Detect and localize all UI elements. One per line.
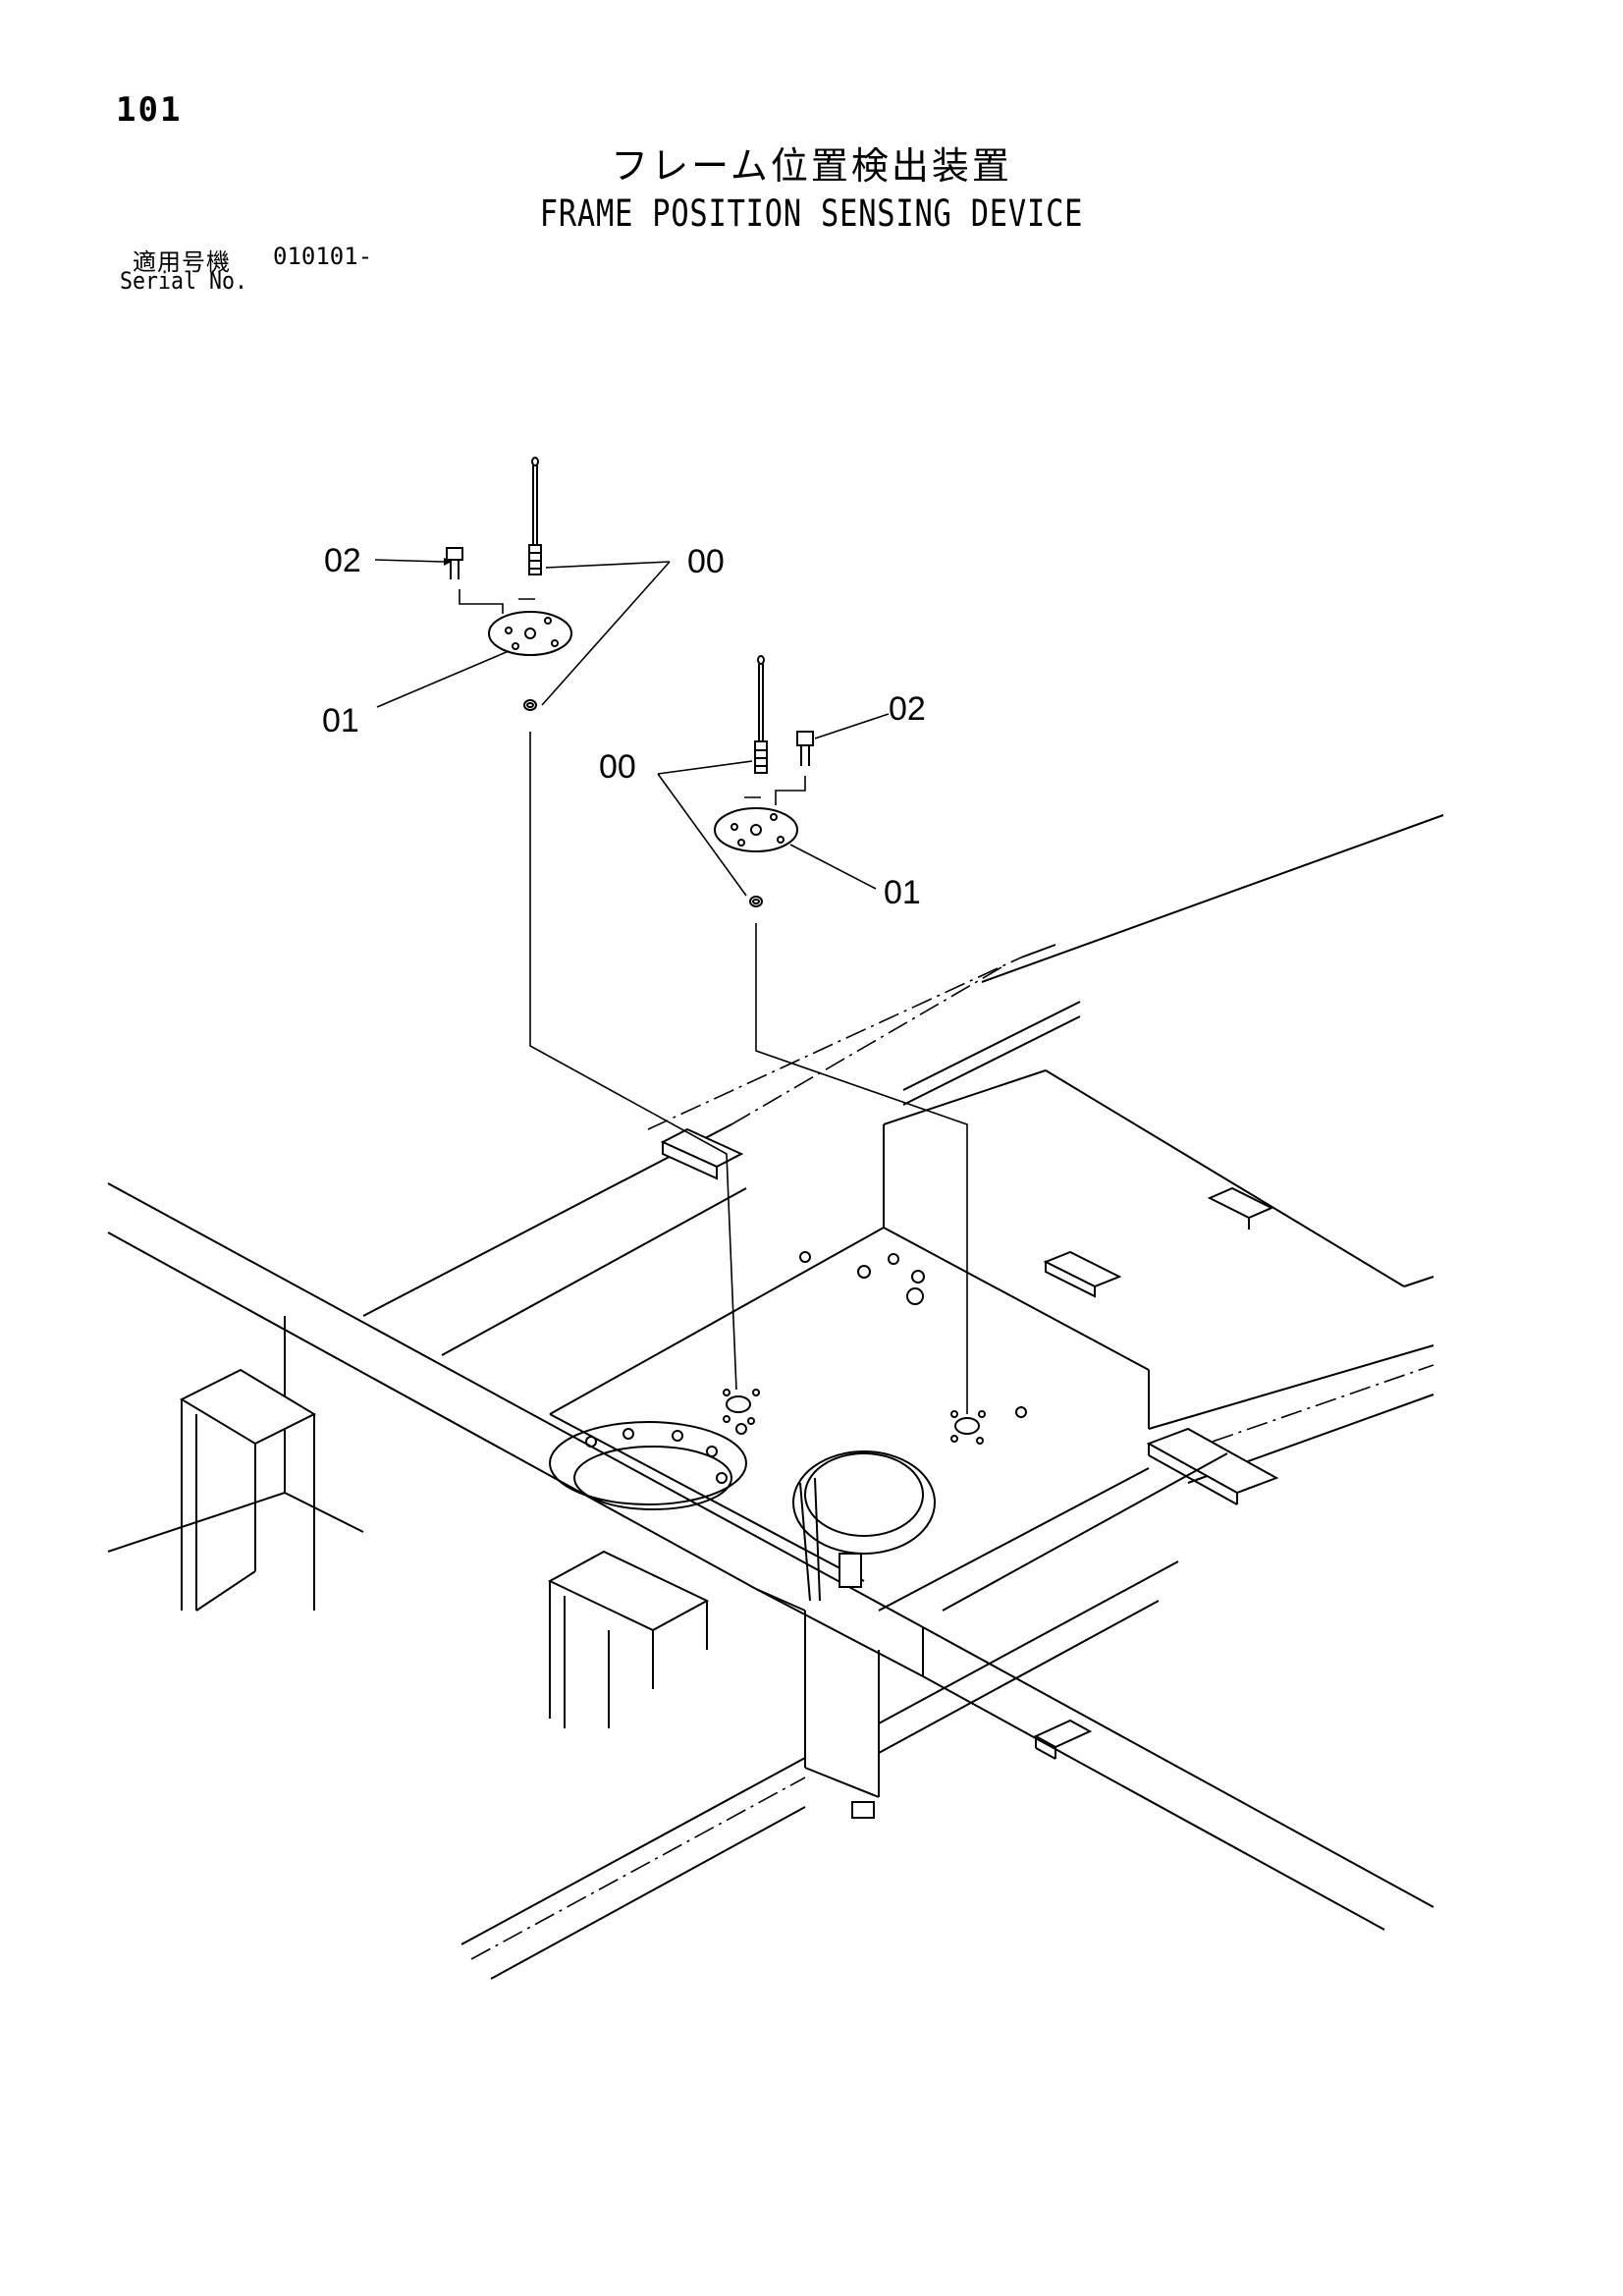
page-title-japanese: フレーム位置検出装置 [611, 144, 1012, 188]
callout-right-01: 01 [884, 874, 921, 911]
callout-left-00: 00 [687, 543, 725, 580]
serial-label-english: Serial No. [120, 267, 248, 295]
assembly-guide-lines [529, 732, 968, 1414]
callout-right-02: 02 [889, 690, 926, 728]
right-sensor-assembly [657, 655, 890, 907]
serial-label-japanese: 適用号機 [133, 248, 231, 276]
callout-right-00: 00 [599, 748, 636, 786]
page-number: 101 [116, 90, 183, 130]
callout-left-02: 02 [324, 542, 361, 579]
callout-left-01: 01 [322, 702, 359, 739]
upper-frame-structure [107, 814, 1444, 1980]
page-title-english: FRAME POSITION SENSING DEVICE [539, 192, 1084, 235]
serial-number-value: 010101- [273, 243, 373, 270]
left-sensor-assembly [374, 457, 671, 711]
